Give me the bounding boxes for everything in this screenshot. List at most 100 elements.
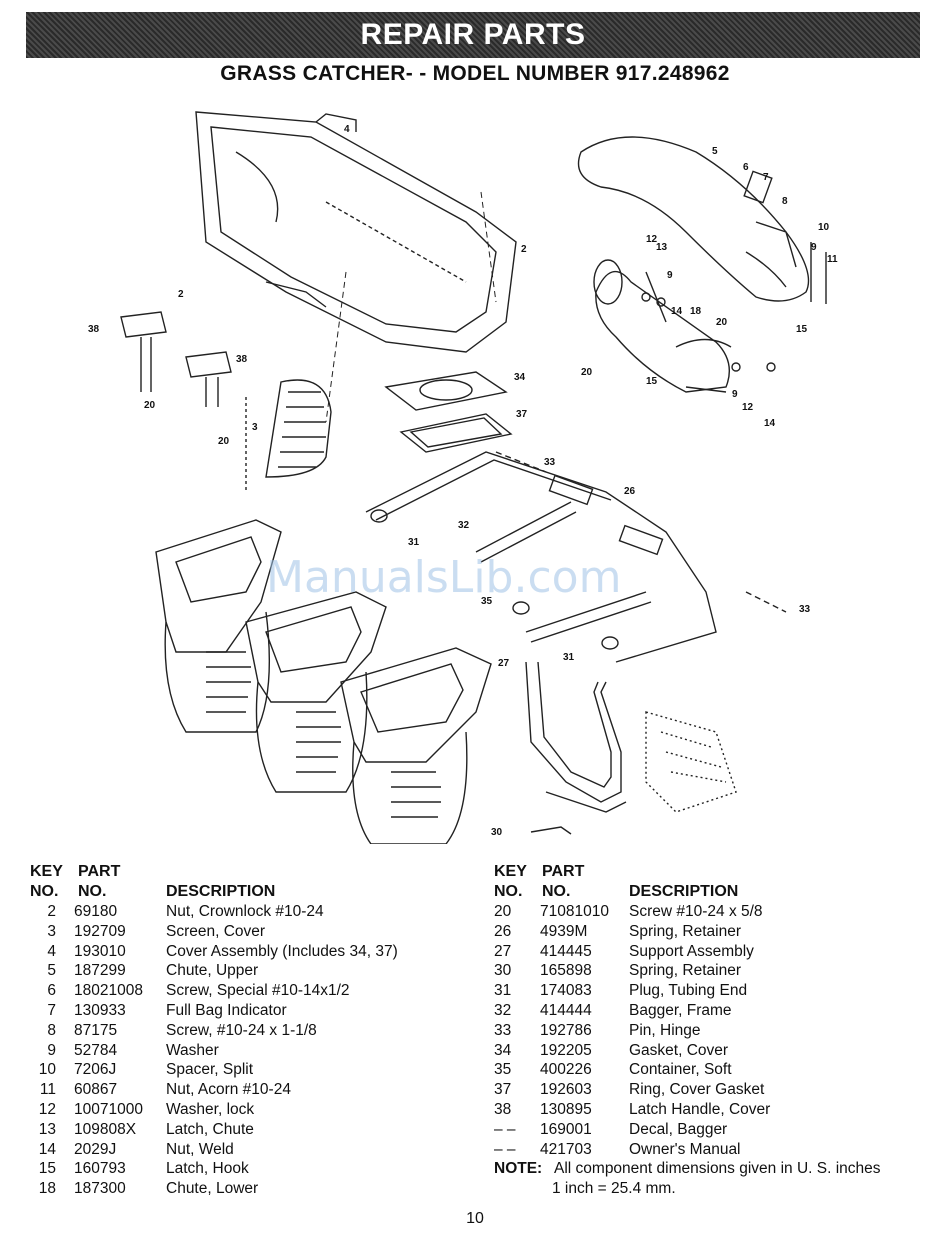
key-number: – –: [494, 1120, 516, 1138]
key-number: 33: [494, 1021, 512, 1039]
key-number: 31: [494, 982, 512, 1000]
note-line-1: All component dimensions given in U. S. …: [554, 1160, 881, 1178]
part-number: 187299: [74, 962, 126, 980]
part-description: Latch Handle, Cover: [629, 1100, 771, 1118]
key-number: 35: [494, 1061, 512, 1079]
part-number: 192205: [540, 1041, 592, 1059]
callout-number: 37: [516, 409, 528, 420]
table-row: 7 130933 Full Bag Indicator: [30, 1001, 470, 1021]
key-number: – –: [494, 1140, 516, 1158]
callout-number: 9: [811, 242, 817, 253]
callout-number: 6: [743, 162, 749, 173]
callout-number: 11: [827, 254, 838, 265]
key-number: 7: [47, 1001, 56, 1019]
part-number: 193010: [74, 942, 126, 960]
key-number: 9: [47, 1041, 56, 1059]
part-description: Gasket, Cover: [629, 1041, 729, 1059]
lower-chute-drawing: [593, 259, 732, 393]
callout-number: 35: [481, 596, 493, 607]
dimension-note: NOTE: All component dimensions given in …: [494, 1159, 934, 1199]
callout-number: 18: [690, 306, 702, 317]
part-no-header: NO.: [542, 883, 571, 900]
part-description: Spring, Retainer: [629, 922, 742, 940]
description-header: DESCRIPTION: [166, 883, 276, 900]
part-description: Screw, #10-24 x 1-1/8: [166, 1021, 317, 1039]
callout-number: 31: [408, 537, 420, 548]
part-description: Owner's Manual: [629, 1140, 741, 1158]
part-number: 10071000: [74, 1100, 143, 1118]
part-number: 71081010: [540, 903, 609, 920]
part-description: Spring, Retainer: [629, 962, 742, 980]
callout-number: 20: [218, 436, 230, 447]
callout-number: 20: [144, 400, 156, 411]
callout-number: 3: [252, 422, 258, 433]
key-number: 27: [494, 942, 512, 960]
parts-list-header: KEY PART NO. NO. DESCRIPTION: [30, 862, 470, 902]
page-number: 10: [466, 1210, 484, 1227]
callout-number: 8: [782, 196, 788, 207]
key-no-header: NO.: [494, 883, 523, 900]
cover-assembly-drawing: [195, 111, 517, 353]
key-number: 18: [38, 1180, 56, 1198]
upper-chute-drawing: [577, 136, 810, 302]
callout-number: 15: [796, 324, 808, 335]
watermark-text: ManualsLib.com: [266, 552, 621, 603]
description-header: DESCRIPTION: [629, 883, 739, 900]
key-number: 34: [494, 1041, 512, 1059]
key-number: 30: [494, 962, 512, 980]
part-description: Washer: [166, 1041, 219, 1059]
key-number: 12: [38, 1100, 56, 1118]
key-number: 15: [38, 1160, 56, 1178]
part-description: Screen, Cover: [166, 922, 266, 940]
key-number: 5: [47, 962, 56, 980]
callout-number: 20: [581, 367, 593, 378]
part-description: Support Assembly: [629, 942, 754, 960]
part-number: 169001: [540, 1120, 592, 1138]
part-description: Full Bag Indicator: [166, 1001, 287, 1019]
part-description: Container, Soft: [629, 1061, 732, 1079]
part-description: Washer, lock: [166, 1100, 255, 1118]
part-description: Plug, Tubing End: [629, 982, 748, 1000]
page-banner: REPAIR PARTS: [26, 12, 920, 58]
callout-number: 5: [712, 146, 718, 157]
callout-number: 15: [646, 376, 658, 387]
key-number: 14: [38, 1140, 56, 1158]
part-description: Nut, Weld: [166, 1140, 234, 1158]
note-line-2: 1 inch = 25.4 mm.: [552, 1180, 676, 1198]
part-description: Chute, Lower: [166, 1180, 259, 1198]
key-number: 32: [494, 1001, 512, 1019]
part-number: 130895: [540, 1100, 592, 1118]
decal-drawing: [645, 711, 737, 813]
key-number: 3: [47, 922, 56, 940]
callout-number: 2: [178, 289, 184, 300]
key-number: 26: [494, 922, 512, 940]
part-no-header: NO.: [78, 883, 107, 900]
part-number: 130933: [74, 1001, 126, 1019]
latch-handles-drawing: [120, 311, 232, 407]
key-number: 11: [39, 1081, 56, 1099]
part-number: 87175: [74, 1021, 118, 1039]
banner-title: REPAIR PARTS: [360, 18, 586, 51]
callout-number: 33: [544, 457, 556, 468]
part-number: 60867: [74, 1081, 118, 1099]
parts-list-header: KEY PART NO. NO. DESCRIPTION: [494, 862, 934, 902]
key-number: 13: [38, 1120, 56, 1138]
callout-number: 4: [344, 124, 350, 135]
callout-number: 7: [763, 172, 769, 183]
screen-cover-drawing: [245, 379, 332, 492]
